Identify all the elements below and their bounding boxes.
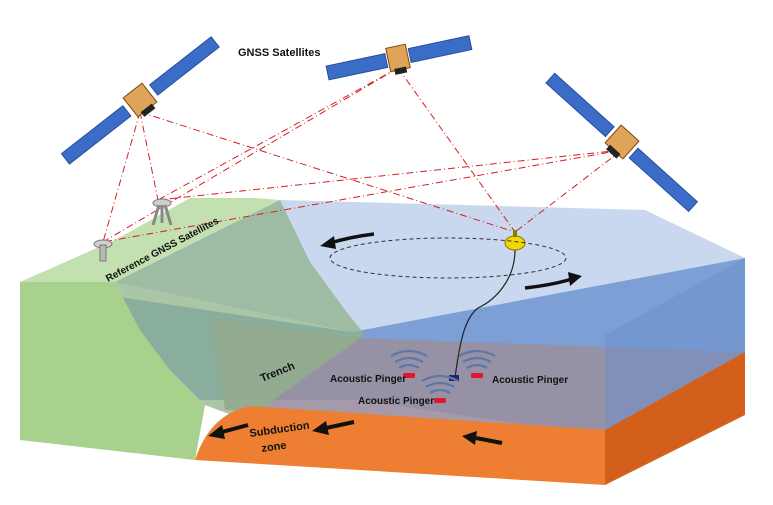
acoustic-pinger-icon [390,349,428,378]
motion-arrow-icon [208,232,582,445]
gnss-satellites-label: GNSS Satellites [238,47,321,59]
signal-line [397,67,516,233]
subducting-crust [195,406,605,485]
pinger-device [471,373,483,378]
buoy-float [504,235,526,251]
satellite-icon [545,72,699,213]
plate-motion-arrow [325,420,355,430]
pinger-wave [394,356,424,363]
satellite-antenna [140,103,156,117]
arrow-head [312,421,329,435]
station-post [99,244,107,262]
pinger-wave [390,349,428,357]
land-top [20,198,280,282]
station-leg [163,204,173,226]
pinger-wave [462,356,492,363]
solar-panel [149,36,220,96]
signal-line [102,149,623,243]
acoustic-pinger-label-1: Acoustic Pinger [330,374,406,385]
gnss-signal-lines [102,67,623,243]
solar-panel [407,35,473,63]
arrow-head [568,272,582,286]
signal-line [514,149,623,233]
pinger-device [434,398,446,403]
pinger-wave [458,349,496,357]
solar-panel [628,147,699,213]
signal-line [139,111,516,233]
solar-panel [325,53,389,81]
gnss-station-icon [151,198,173,226]
pinger-wave [398,363,420,369]
buoy-mast [513,230,517,237]
satellite-antenna [606,144,621,159]
satellite-antenna [394,66,408,75]
ocean-current-arrow [524,277,573,290]
satellite-icon [325,35,473,81]
crust-side-face [605,352,745,485]
plate-motion-arrow [475,436,503,445]
arrow-head [208,425,225,439]
solar-panel [545,72,615,138]
pinger-wave [421,374,459,382]
pinger-wave [466,363,488,369]
signal-line [157,149,623,201]
land-front [20,282,205,460]
station-leg [151,204,161,226]
pinger-wave [429,388,451,394]
subduction-zone-label-line2: zone [261,440,287,455]
arrow-head [320,236,336,249]
satellite-body [385,43,411,73]
earth-block [20,198,745,485]
pinger-wave [425,381,455,388]
signal-line [157,67,399,201]
continental-slope [115,200,365,420]
plate-motion-arrow [221,423,249,434]
signal-line [139,111,159,201]
satellite-icon [60,36,220,165]
acoustic-pinger-label-3: Acoustic Pinger [358,396,434,407]
arrow-head [462,431,477,445]
signal-line [102,111,141,243]
buoy-track-ellipse [329,237,567,279]
solar-panel [60,105,132,165]
signal-line [102,67,399,243]
ocean-side-face [605,258,745,430]
gnss-station-icon [93,239,113,262]
acoustic-pinger-label-2: Acoustic Pinger [492,375,568,386]
pinger-device [403,373,415,378]
acoustic-pinger-icon [458,349,496,378]
buoy-cable [454,249,516,379]
acoustic-pinger-icon [421,374,459,403]
